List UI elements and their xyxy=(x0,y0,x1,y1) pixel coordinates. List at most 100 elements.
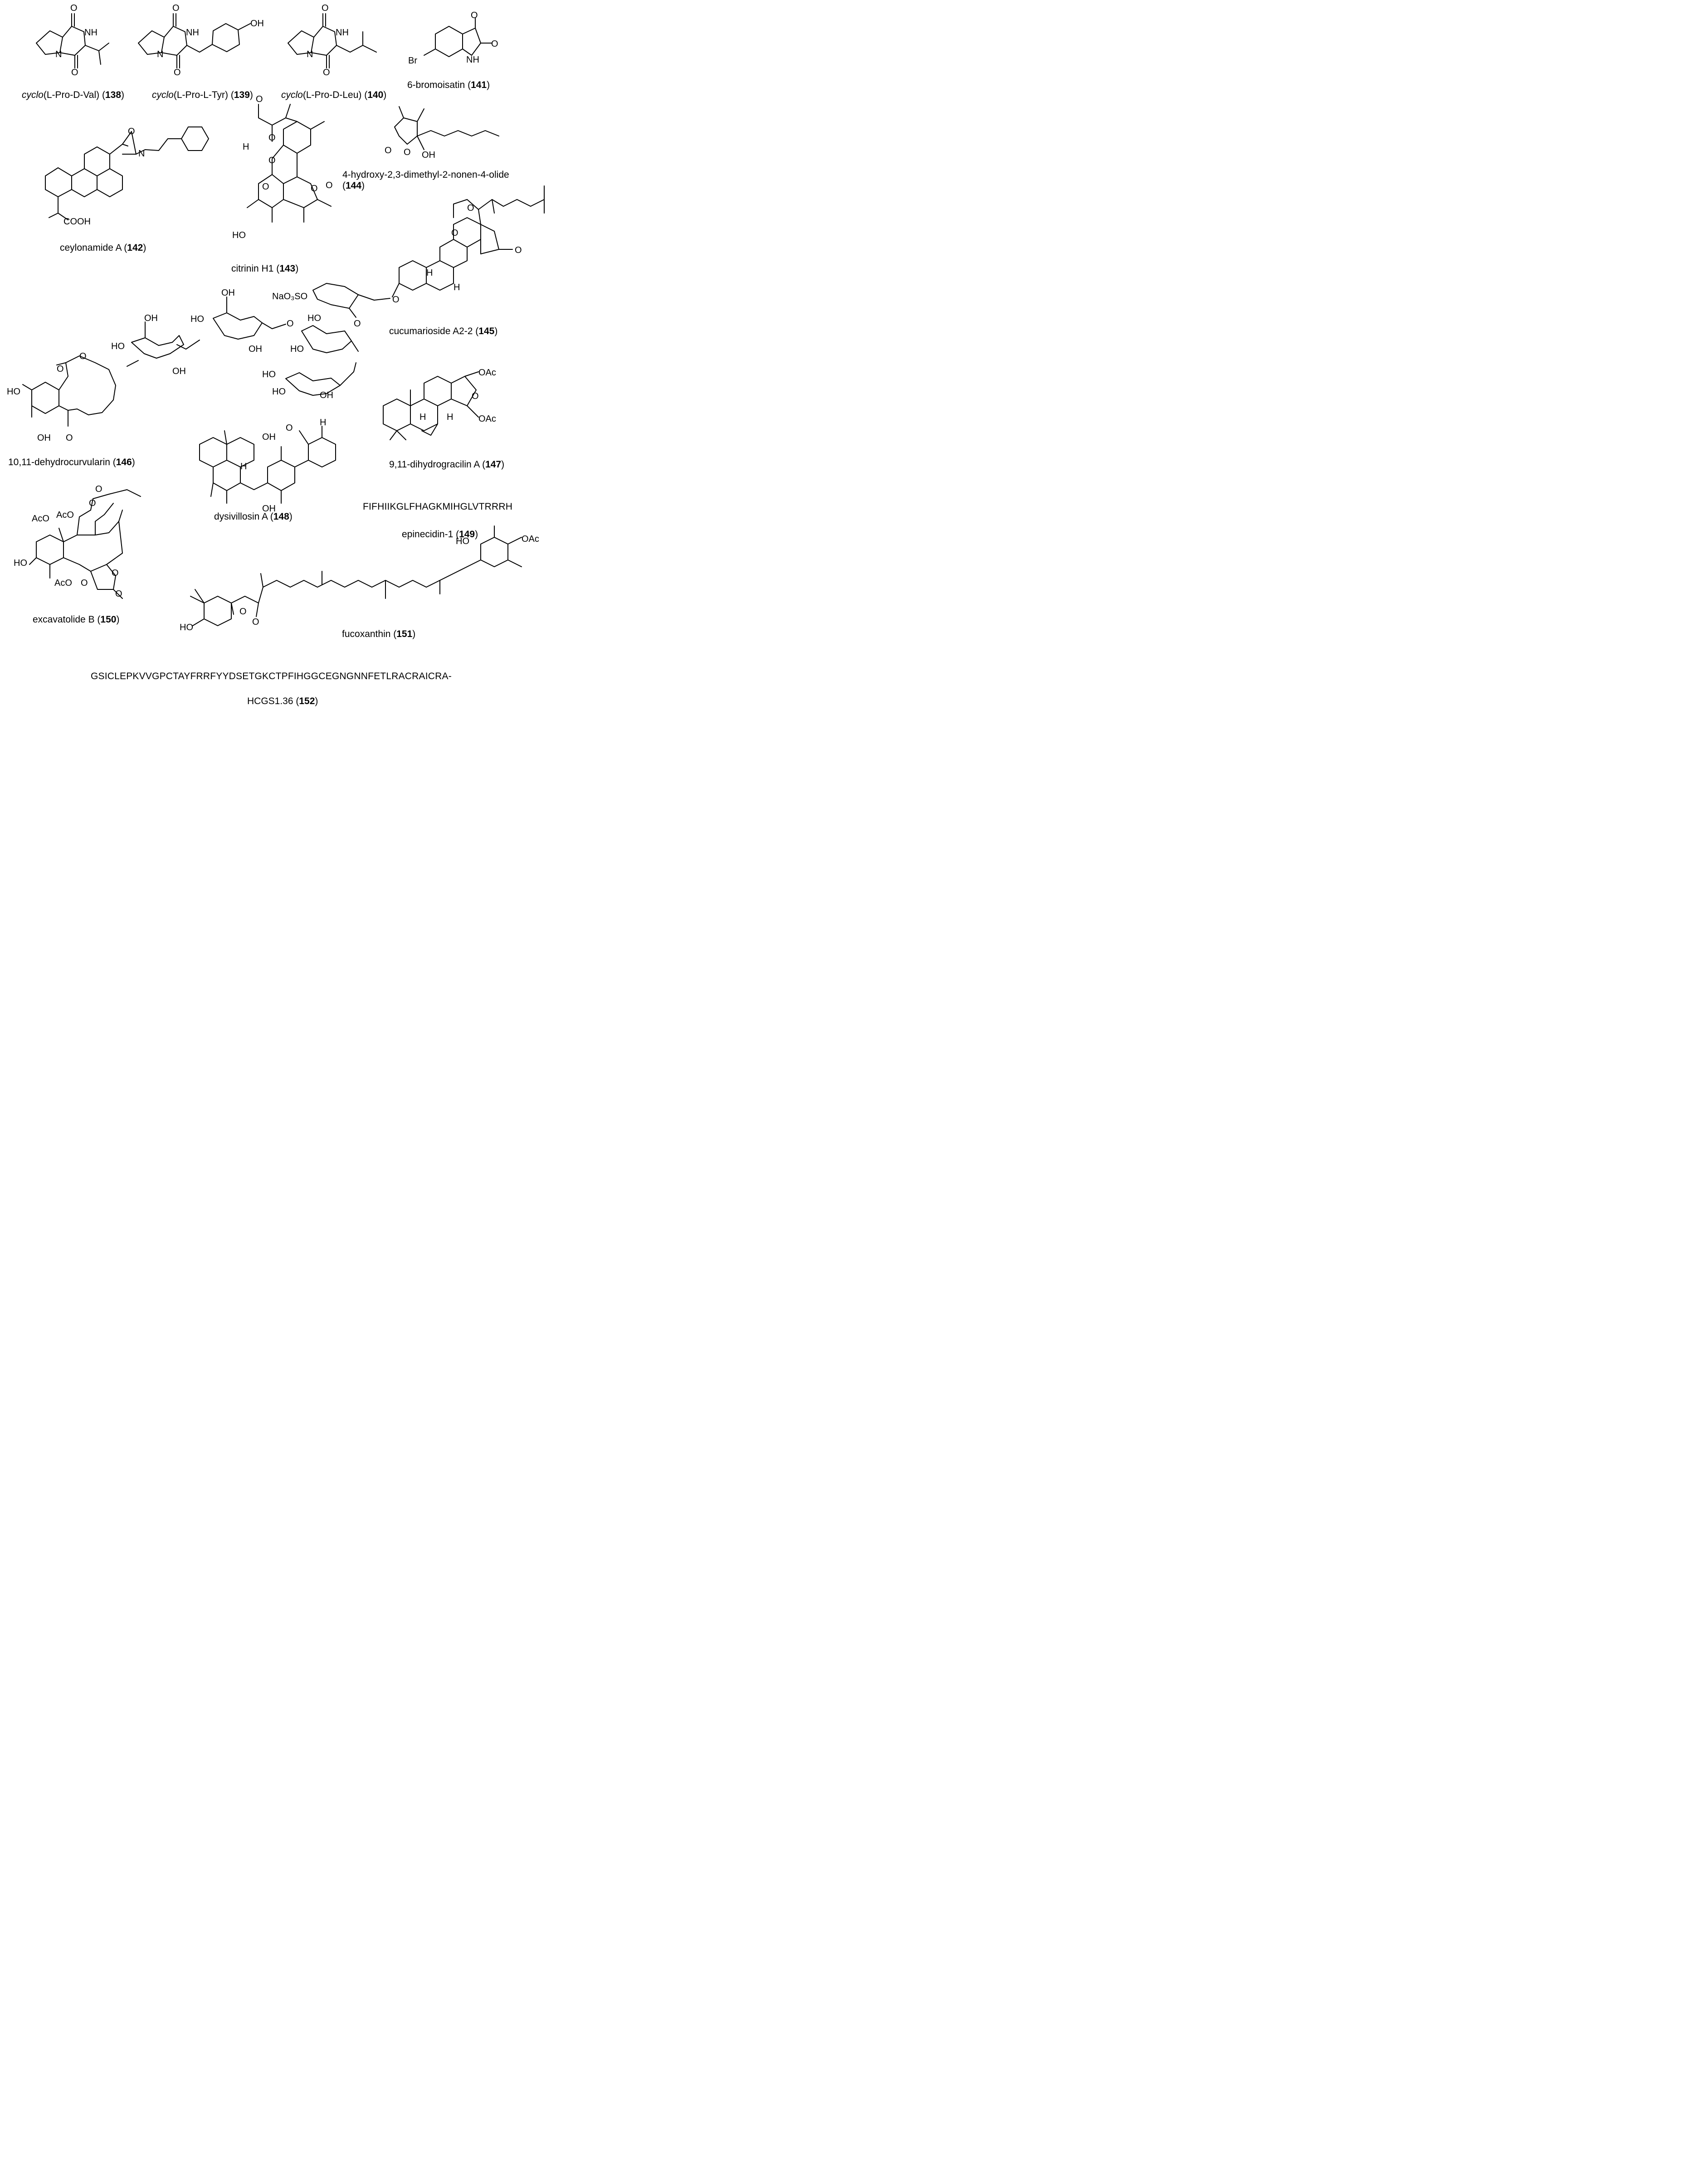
sequence-149: FIFHIIKGLFHAGKMIHGLVTRRRH xyxy=(363,501,513,512)
caption-147: 9,11-dihydrogracilin A (147) xyxy=(389,459,505,470)
atom-ho: HO xyxy=(232,230,246,240)
atom-ho: HO xyxy=(307,313,321,323)
structure-145-sugars: OH HO OH OH HO OH O HO HO HO OH xyxy=(111,288,359,400)
atom-oh: OH xyxy=(422,150,435,160)
atom-o: O xyxy=(323,68,330,78)
atom-nh: NH xyxy=(84,28,98,38)
atom-aco: AcO xyxy=(32,514,49,524)
atom-oh: OH xyxy=(37,433,51,443)
caption-151: fucoxanthin (151) xyxy=(342,629,416,639)
atom-o: O xyxy=(262,182,269,192)
atom-oh: OH xyxy=(262,504,276,514)
atom-o: O xyxy=(326,180,333,190)
atom-o: O xyxy=(471,10,478,20)
structure-140: O NH N O xyxy=(288,3,377,78)
atom-br: Br xyxy=(408,56,417,66)
caption-146: 10,11-dehydrocurvularin (146) xyxy=(8,457,135,467)
caption-145: cucumarioside A2-2 (145) xyxy=(389,326,498,336)
atom-o: O xyxy=(354,319,361,329)
structure-144: O O OH xyxy=(385,106,499,160)
atom-o: O xyxy=(115,589,122,599)
atom-oh: OH xyxy=(172,366,186,376)
structure-151: O O HO HO OAc xyxy=(180,525,539,632)
atom-ho: HO xyxy=(7,387,20,397)
caption-138: cyclo(L-Pro-D-Val) (138) xyxy=(22,90,125,100)
atom-naso3: NaO₃SO xyxy=(272,292,307,302)
atom-ho: HO xyxy=(190,314,204,324)
caption-141: 6-bromoisatin (141) xyxy=(407,80,490,90)
atom-cooh: COOH xyxy=(63,217,91,227)
atom-nh: NH xyxy=(186,28,199,38)
atom-ho: HO xyxy=(272,387,286,397)
atom-h: H xyxy=(426,268,433,278)
atom-o: O xyxy=(322,3,329,13)
structure-138: O NH N O xyxy=(36,3,109,78)
atom-oac: OAc xyxy=(478,368,496,378)
atom-n: N xyxy=(307,49,313,59)
atom-o: O xyxy=(66,433,73,443)
atom-oh: OH xyxy=(249,344,262,354)
atom-o: O xyxy=(57,364,64,374)
atom-oh: OH xyxy=(221,288,235,298)
structure-145: O O O O H H NaO₃SO HO O xyxy=(272,185,545,329)
atom-o: O xyxy=(71,68,78,78)
sequence-152: GSICLEPKVVGPCTAYFRRFYYDSETGKCTPFIHGGCEGN… xyxy=(91,671,452,681)
atom-oh: OH xyxy=(144,313,158,323)
atom-oh: OH xyxy=(320,390,333,400)
atom-h: H xyxy=(243,142,249,152)
atom-o: O xyxy=(112,568,119,578)
atom-o: O xyxy=(256,94,263,104)
atom-o: O xyxy=(472,391,479,401)
caption-150: excavatolide B (150) xyxy=(33,614,120,625)
atom-o: O xyxy=(286,423,293,433)
caption-142: ceylonamide A (142) xyxy=(60,243,146,253)
atom-o: O xyxy=(70,3,78,13)
atom-aco: AcO xyxy=(54,578,72,588)
atom-o: O xyxy=(268,133,276,143)
atom-h: H xyxy=(454,282,460,292)
atom-ho: HO xyxy=(111,341,125,351)
atom-o: O xyxy=(252,617,259,627)
atom-aco: AcO xyxy=(56,510,74,520)
caption-144: 4-hydroxy-2,3-dimethyl-2-nonen-4-olide(1… xyxy=(342,170,509,191)
atom-o: O xyxy=(239,607,247,617)
chemical-structures: O NH N O O NH N O OH O N xyxy=(7,3,545,632)
atom-o: O xyxy=(392,295,400,305)
atom-o: O xyxy=(404,147,411,157)
atom-h: H xyxy=(320,418,326,428)
atom-o: O xyxy=(79,351,87,361)
atom-oac: OAc xyxy=(478,414,496,424)
atom-o: O xyxy=(515,245,522,255)
atom-n: N xyxy=(157,49,163,59)
structure-141: O O NH Br xyxy=(408,10,498,66)
atom-nh: NH xyxy=(466,55,479,65)
structure-139: O NH N O OH xyxy=(138,3,264,78)
caption-148: dysivillosin A (148) xyxy=(214,511,293,522)
atom-o: O xyxy=(174,68,181,78)
atom-o: O xyxy=(128,126,135,136)
atom-o: O xyxy=(451,228,458,238)
atom-o: O xyxy=(268,156,276,165)
atom-ho: HO xyxy=(290,344,304,354)
atom-o: O xyxy=(311,184,318,194)
atom-o: O xyxy=(287,319,294,329)
caption-140: cyclo(L-Pro-D-Leu) (140) xyxy=(281,90,387,100)
atom-ho: HO xyxy=(456,536,469,546)
atom-o: O xyxy=(385,146,392,156)
caption-139: cyclo(L-Pro-L-Tyr) (139) xyxy=(152,90,253,100)
structure-147: O OAc OAc H H xyxy=(383,368,496,440)
atom-o: O xyxy=(467,203,474,213)
atom-oh: OH xyxy=(262,432,276,442)
structure-146: O O HO OH O xyxy=(7,351,116,443)
atom-oh: OH xyxy=(250,19,264,29)
structure-150: O O AcO AcO HO AcO O O O xyxy=(14,484,141,599)
atom-o: O xyxy=(95,484,102,494)
atom-ho: HO xyxy=(180,623,193,632)
atom-n: N xyxy=(138,149,145,159)
structure-142: O N COOH xyxy=(45,126,209,227)
atom-o: O xyxy=(172,3,180,13)
caption-149: epinecidin-1 (149) xyxy=(402,529,478,540)
atom-ho: HO xyxy=(262,370,276,379)
atom-o: O xyxy=(491,39,498,49)
atom-oac: OAc xyxy=(522,534,539,544)
